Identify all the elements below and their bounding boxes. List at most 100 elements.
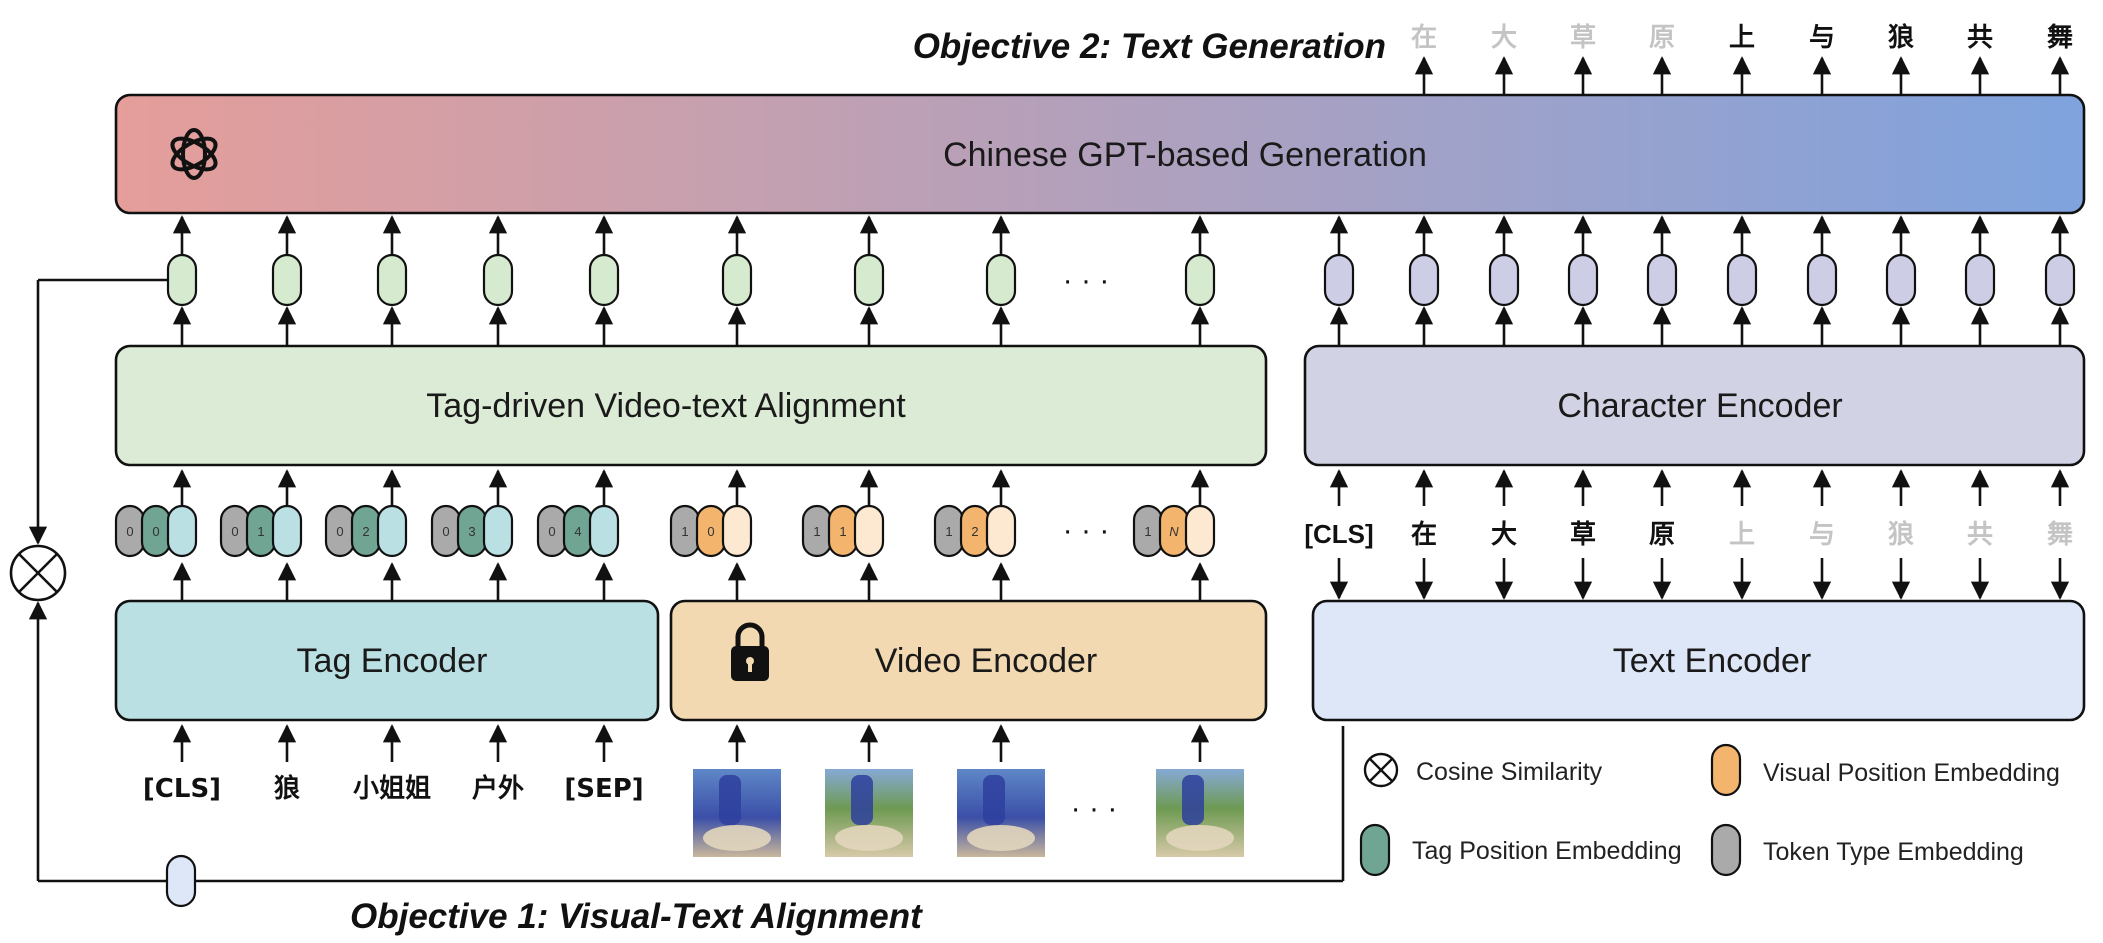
tag-input-token: [SEP]	[564, 774, 643, 804]
text-input-token: 与	[1809, 520, 1835, 550]
gpt-generation-box: Chinese GPT-based Generation	[114, 93, 2086, 215]
text-input-token: 在	[1411, 520, 1437, 550]
video-encoder-label: Video Encoder	[875, 642, 1097, 680]
tag-position-id: 0	[152, 524, 159, 539]
legend-visual-position-label: Visual Position Embedding	[1763, 759, 2060, 787]
text-input-tokens: [CLS]在大草原上与狼共舞	[1304, 469, 2073, 600]
alignment-token	[853, 253, 885, 307]
tag-embedding	[482, 504, 514, 558]
text-input-token: 共	[1967, 520, 1993, 550]
text-cls-embedding-token	[165, 854, 197, 908]
generated-token: 原	[1649, 23, 1675, 53]
character-token	[2044, 253, 2076, 307]
video-frames	[693, 724, 1244, 857]
generated-output-tokens: 在大草原上与狼共舞	[1411, 22, 2073, 95]
token-type-id: 1	[681, 524, 688, 539]
visual-position-id: 2	[971, 524, 978, 539]
text-encoder-label: Text Encoder	[1613, 642, 1811, 680]
token-type-id: 1	[813, 524, 820, 539]
cosine-similarity-icon	[9, 544, 67, 602]
generated-token: 在	[1411, 23, 1437, 53]
video-frame-thumbnail	[957, 769, 1045, 857]
text-input-token: 狼	[1888, 519, 1914, 550]
alignment-output-tokens	[166, 215, 1216, 346]
character-encoder-label: Character Encoder	[1557, 387, 1842, 425]
text-encoder-box: Text Encoder	[1311, 599, 2086, 722]
alignment-token	[985, 253, 1017, 307]
character-encoder-box: Character Encoder	[1303, 344, 2086, 467]
video-frame-thumbnail	[825, 769, 913, 857]
legend-cosine-label: Cosine Similarity	[1416, 758, 1603, 786]
tag-position-id: 3	[468, 524, 475, 539]
text-input-token: 上	[1729, 520, 1755, 550]
legend-tag-position-label: Tag Position Embedding	[1412, 837, 1682, 865]
tag-alignment-label: Tag-driven Video-text Alignment	[426, 387, 906, 425]
alignment-token	[166, 253, 198, 307]
alignment-token	[588, 253, 620, 307]
video-embedding	[721, 504, 753, 558]
tag-position-id: 2	[362, 524, 369, 539]
legend-token-type: Token Type Embedding	[1710, 823, 2024, 877]
character-token	[1726, 253, 1758, 307]
openai-icon	[170, 128, 218, 180]
gpt-generation-label: Chinese GPT-based Generation	[943, 136, 1427, 174]
character-token	[1806, 253, 1838, 307]
token-type-id: 1	[1144, 524, 1151, 539]
token-type-id: 0	[126, 524, 133, 539]
visual-position-id: N	[1169, 524, 1179, 539]
token-type-id: 0	[548, 524, 555, 539]
alignment-token	[376, 253, 408, 307]
character-token	[1885, 253, 1917, 307]
character-token	[1567, 253, 1599, 307]
tag-input-tokens: [CLS]狼小姐姐户外[SEP]	[143, 724, 644, 804]
tag-input-token: 狼	[274, 773, 300, 804]
legend-tag-position: Tag Position Embedding	[1359, 823, 1682, 877]
tag-embedding	[166, 504, 198, 558]
token-type-id: 0	[336, 524, 343, 539]
objective-2-title: Objective 2: Text Generation	[913, 27, 1386, 66]
generated-token: 与	[1809, 23, 1835, 53]
video-frame-thumbnail	[693, 769, 781, 857]
tag-input-token: 户外	[472, 773, 524, 804]
video-embedding	[1184, 504, 1216, 558]
text-input-token: 大	[1491, 520, 1517, 550]
legend: Cosine Similarity Visual Position Embedd…	[1359, 743, 2060, 877]
video-embedding	[985, 504, 1017, 558]
tag-input-token: 小姐姐	[353, 774, 431, 804]
legend-token-type-label: Token Type Embedding	[1763, 838, 2024, 866]
text-input-token: 草	[1570, 520, 1596, 550]
character-token	[1646, 253, 1678, 307]
tag-encoder-label: Tag Encoder	[297, 642, 488, 680]
token-type-id: 0	[231, 524, 238, 539]
generated-token: 狼	[1888, 22, 1914, 53]
generated-token: 上	[1729, 23, 1755, 53]
alignment-token	[482, 253, 514, 307]
tag-embedding	[271, 504, 303, 558]
token-type-id: 1	[945, 524, 952, 539]
tag-embedding	[588, 504, 620, 558]
generated-token: 舞	[2047, 23, 2073, 53]
generated-token: 草	[1570, 23, 1596, 53]
token-type-id: 0	[442, 524, 449, 539]
tag-position-id: 4	[574, 524, 581, 539]
legend-visual-position: Visual Position Embedding	[1710, 743, 2060, 797]
frame-ellipsis: · · ·	[1071, 792, 1118, 825]
generated-token: 共	[1967, 23, 1993, 53]
alignment-ellipsis: · · ·	[1063, 264, 1110, 297]
video-encoder-box: Video Encoder	[669, 599, 1268, 722]
video-embedding	[853, 504, 885, 558]
visual-position-id: 0	[707, 524, 714, 539]
visual-text-alignment-loop	[9, 278, 1345, 908]
alignment-token	[721, 253, 753, 307]
objective-1-title: Objective 1: Visual-Text Alignment	[350, 897, 923, 936]
tag-alignment-box: Tag-driven Video-text Alignment	[114, 344, 1268, 467]
text-input-token: 舞	[2047, 520, 2073, 550]
character-token	[1964, 253, 1996, 307]
video-frame-thumbnail	[1156, 769, 1244, 857]
alignment-token	[1184, 253, 1216, 307]
embedding-ellipsis: · · ·	[1063, 514, 1110, 547]
generated-token: 大	[1491, 23, 1517, 53]
tag-embedding	[376, 504, 408, 558]
